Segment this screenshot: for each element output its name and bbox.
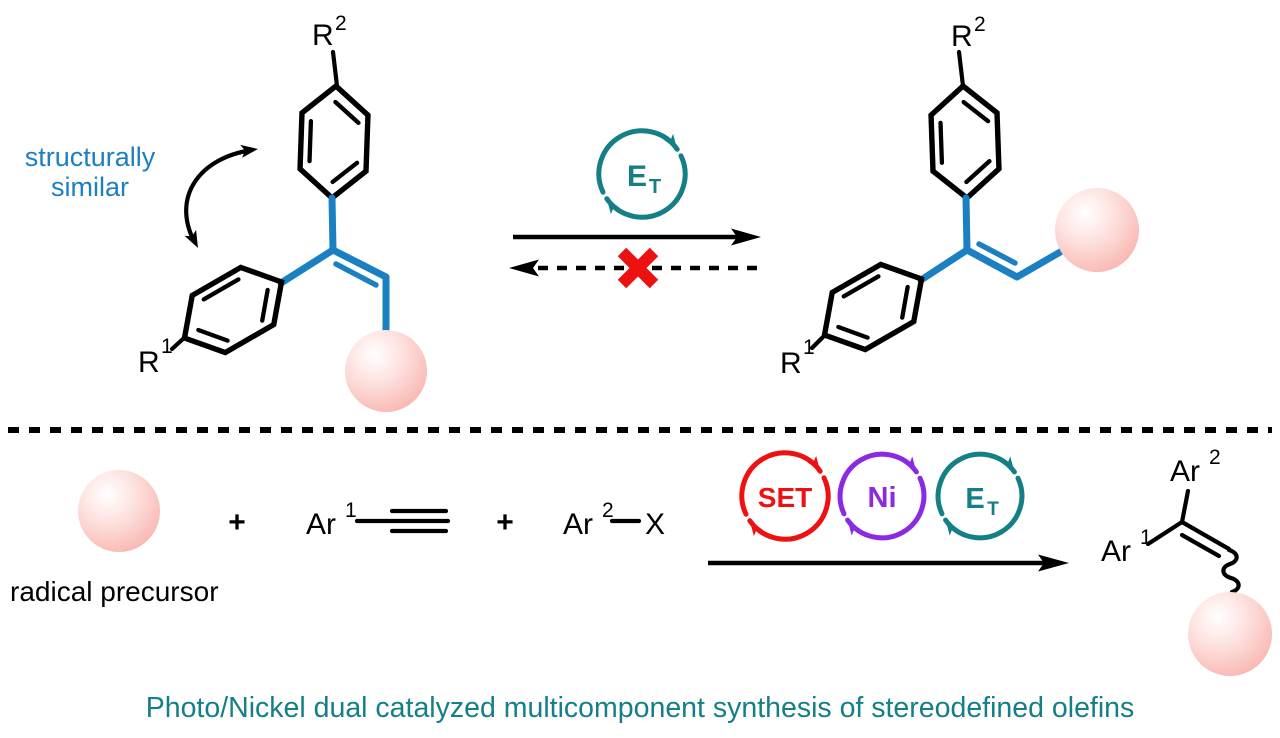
similarity-note: structurally similar [25, 142, 156, 202]
product-ar1-superscript: 1 [1140, 526, 1152, 549]
product-ar2-superscript: 2 [1209, 446, 1221, 469]
bond-to-r2 [330, 49, 340, 89]
radical-sphere [1055, 188, 1139, 272]
set-cycle-arrowhead-bottom [749, 520, 763, 537]
curved-arrow-head-top [240, 144, 258, 158]
right-stilbene-molecule: R 2 R 1 [780, 13, 1139, 380]
plus-sign-1: + [228, 506, 246, 539]
product-radical-sphere [1188, 592, 1272, 676]
et-cycle-arrowhead-bottom [606, 198, 620, 215]
forward-arrow-head [731, 228, 761, 246]
plus-sign-2: + [496, 506, 514, 539]
alkene-bond-blue [329, 246, 390, 335]
benzene-ring-left [181, 264, 285, 356]
bond-to-ar1 [1145, 519, 1185, 547]
product-ar1-label: Ar [1101, 535, 1131, 568]
similarity-note-line1: structurally [25, 142, 156, 172]
set-label: SET [758, 482, 812, 513]
alkyne-ar1-label: Ar [306, 508, 336, 541]
set-cycle-arrowhead-top [807, 455, 821, 472]
ni-cycle-arrowhead-top [903, 456, 917, 472]
right-r2-label: R [951, 20, 973, 53]
radical-sphere [345, 330, 427, 412]
wavy-bond [1221, 547, 1241, 595]
aryl-halide-ar2-label: Ar [563, 508, 593, 541]
ni-label: Ni [868, 482, 897, 514]
bond-to-ar2 [1179, 488, 1191, 525]
equilibrium-arrows [509, 228, 761, 289]
et-label: E [627, 160, 647, 193]
vinyl-bonds-blue [277, 194, 337, 287]
ni-cycle: Ni [837, 451, 927, 541]
et-bottom-label: E [965, 483, 984, 515]
et-cycle-arc-top [596, 128, 680, 195]
set-cycle-arc-bottom [747, 475, 831, 542]
vinyl-bonds-blue [917, 194, 971, 284]
et-cycle-arrowhead-top [664, 133, 678, 150]
right-r1-label: R [780, 347, 802, 380]
ni-cycle-arc-bottom [845, 475, 927, 541]
bond-to-r2 [956, 49, 966, 89]
alkene-double-bond-inner [1179, 532, 1222, 559]
et-cycle-arc-top [935, 451, 1017, 517]
et-cycle-arrowhead-top [1001, 456, 1015, 472]
product-ar2-label: Ar [1170, 455, 1200, 488]
left-stilbene-molecule: R 2 R 1 [138, 12, 427, 412]
alkyne-reactant: Ar 1 [306, 499, 451, 541]
et-cycle-arrowhead-bottom [945, 520, 959, 536]
benzene-ring-top [928, 82, 1002, 202]
ni-cycle-arc-top [837, 451, 919, 517]
alkyne-ar1-superscript: 1 [345, 499, 357, 522]
alkene-double-bond-inner [333, 261, 379, 288]
bond-to-r1 [809, 333, 827, 351]
halide-x-label: X [645, 508, 665, 541]
radical-precursor: radical precursor [10, 470, 219, 607]
et-bottom-label-subscript: T [987, 499, 999, 520]
set-cycle: SET [739, 450, 831, 542]
right-r2-superscript: 2 [974, 13, 986, 36]
benzene-ring-top [297, 82, 371, 202]
aryl-halide-ar2-superscript: 2 [602, 499, 614, 522]
left-r1-superscript: 1 [161, 335, 173, 358]
aryl-halide-reactant: Ar 2 X [563, 499, 665, 541]
energy-transfer-cycle-top: E T [596, 128, 688, 220]
radical-precursor-sphere [78, 470, 160, 552]
similarity-note-line2: similar [51, 172, 129, 202]
set-cycle-arc-top [739, 450, 823, 517]
left-r1-label: R [138, 346, 160, 379]
alkene-double-bond-main [1179, 519, 1232, 552]
curved-arrow-head-bottom [184, 229, 198, 248]
et-cycle-bottom: E T [935, 451, 1025, 541]
product-molecule: Ar 2 Ar 1 [1101, 446, 1272, 676]
alkene-bond-blue [963, 246, 1066, 281]
left-r2-superscript: 2 [335, 12, 347, 35]
figure-caption: Photo/Nickel dual catalyzed multicompone… [146, 692, 1135, 724]
similarity-curved-arrow [184, 144, 258, 248]
ni-cycle-arrowhead-bottom [847, 520, 861, 536]
et-cycle-arc-bottom [604, 153, 688, 220]
et-label-subscript: T [649, 176, 661, 198]
bond-to-r1 [169, 335, 187, 352]
reverse-arrow-head [509, 259, 539, 277]
blocked-reaction-x-icon [617, 247, 659, 289]
left-r2-label: R [312, 19, 334, 52]
curved-arrow-arc [184, 147, 255, 244]
et-cycle-arc-bottom [943, 475, 1025, 541]
radical-precursor-label: radical precursor [10, 576, 219, 607]
reaction-arrow [708, 554, 1069, 572]
benzene-ring-left [821, 261, 925, 353]
alkene-double-bond-inner [976, 241, 1018, 266]
reaction-arrow-head [1038, 554, 1069, 572]
right-r1-superscript: 1 [803, 336, 815, 359]
